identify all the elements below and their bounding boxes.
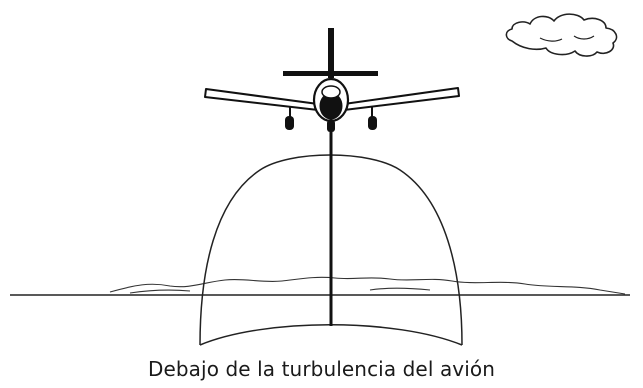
horizon-hills [109,276,626,295]
airplane-icon [204,28,460,132]
figure-caption: Debajo de la turbulencia del avión [147,357,496,381]
cloud-icon [505,13,618,57]
turbulence-dome-base [199,324,463,346]
